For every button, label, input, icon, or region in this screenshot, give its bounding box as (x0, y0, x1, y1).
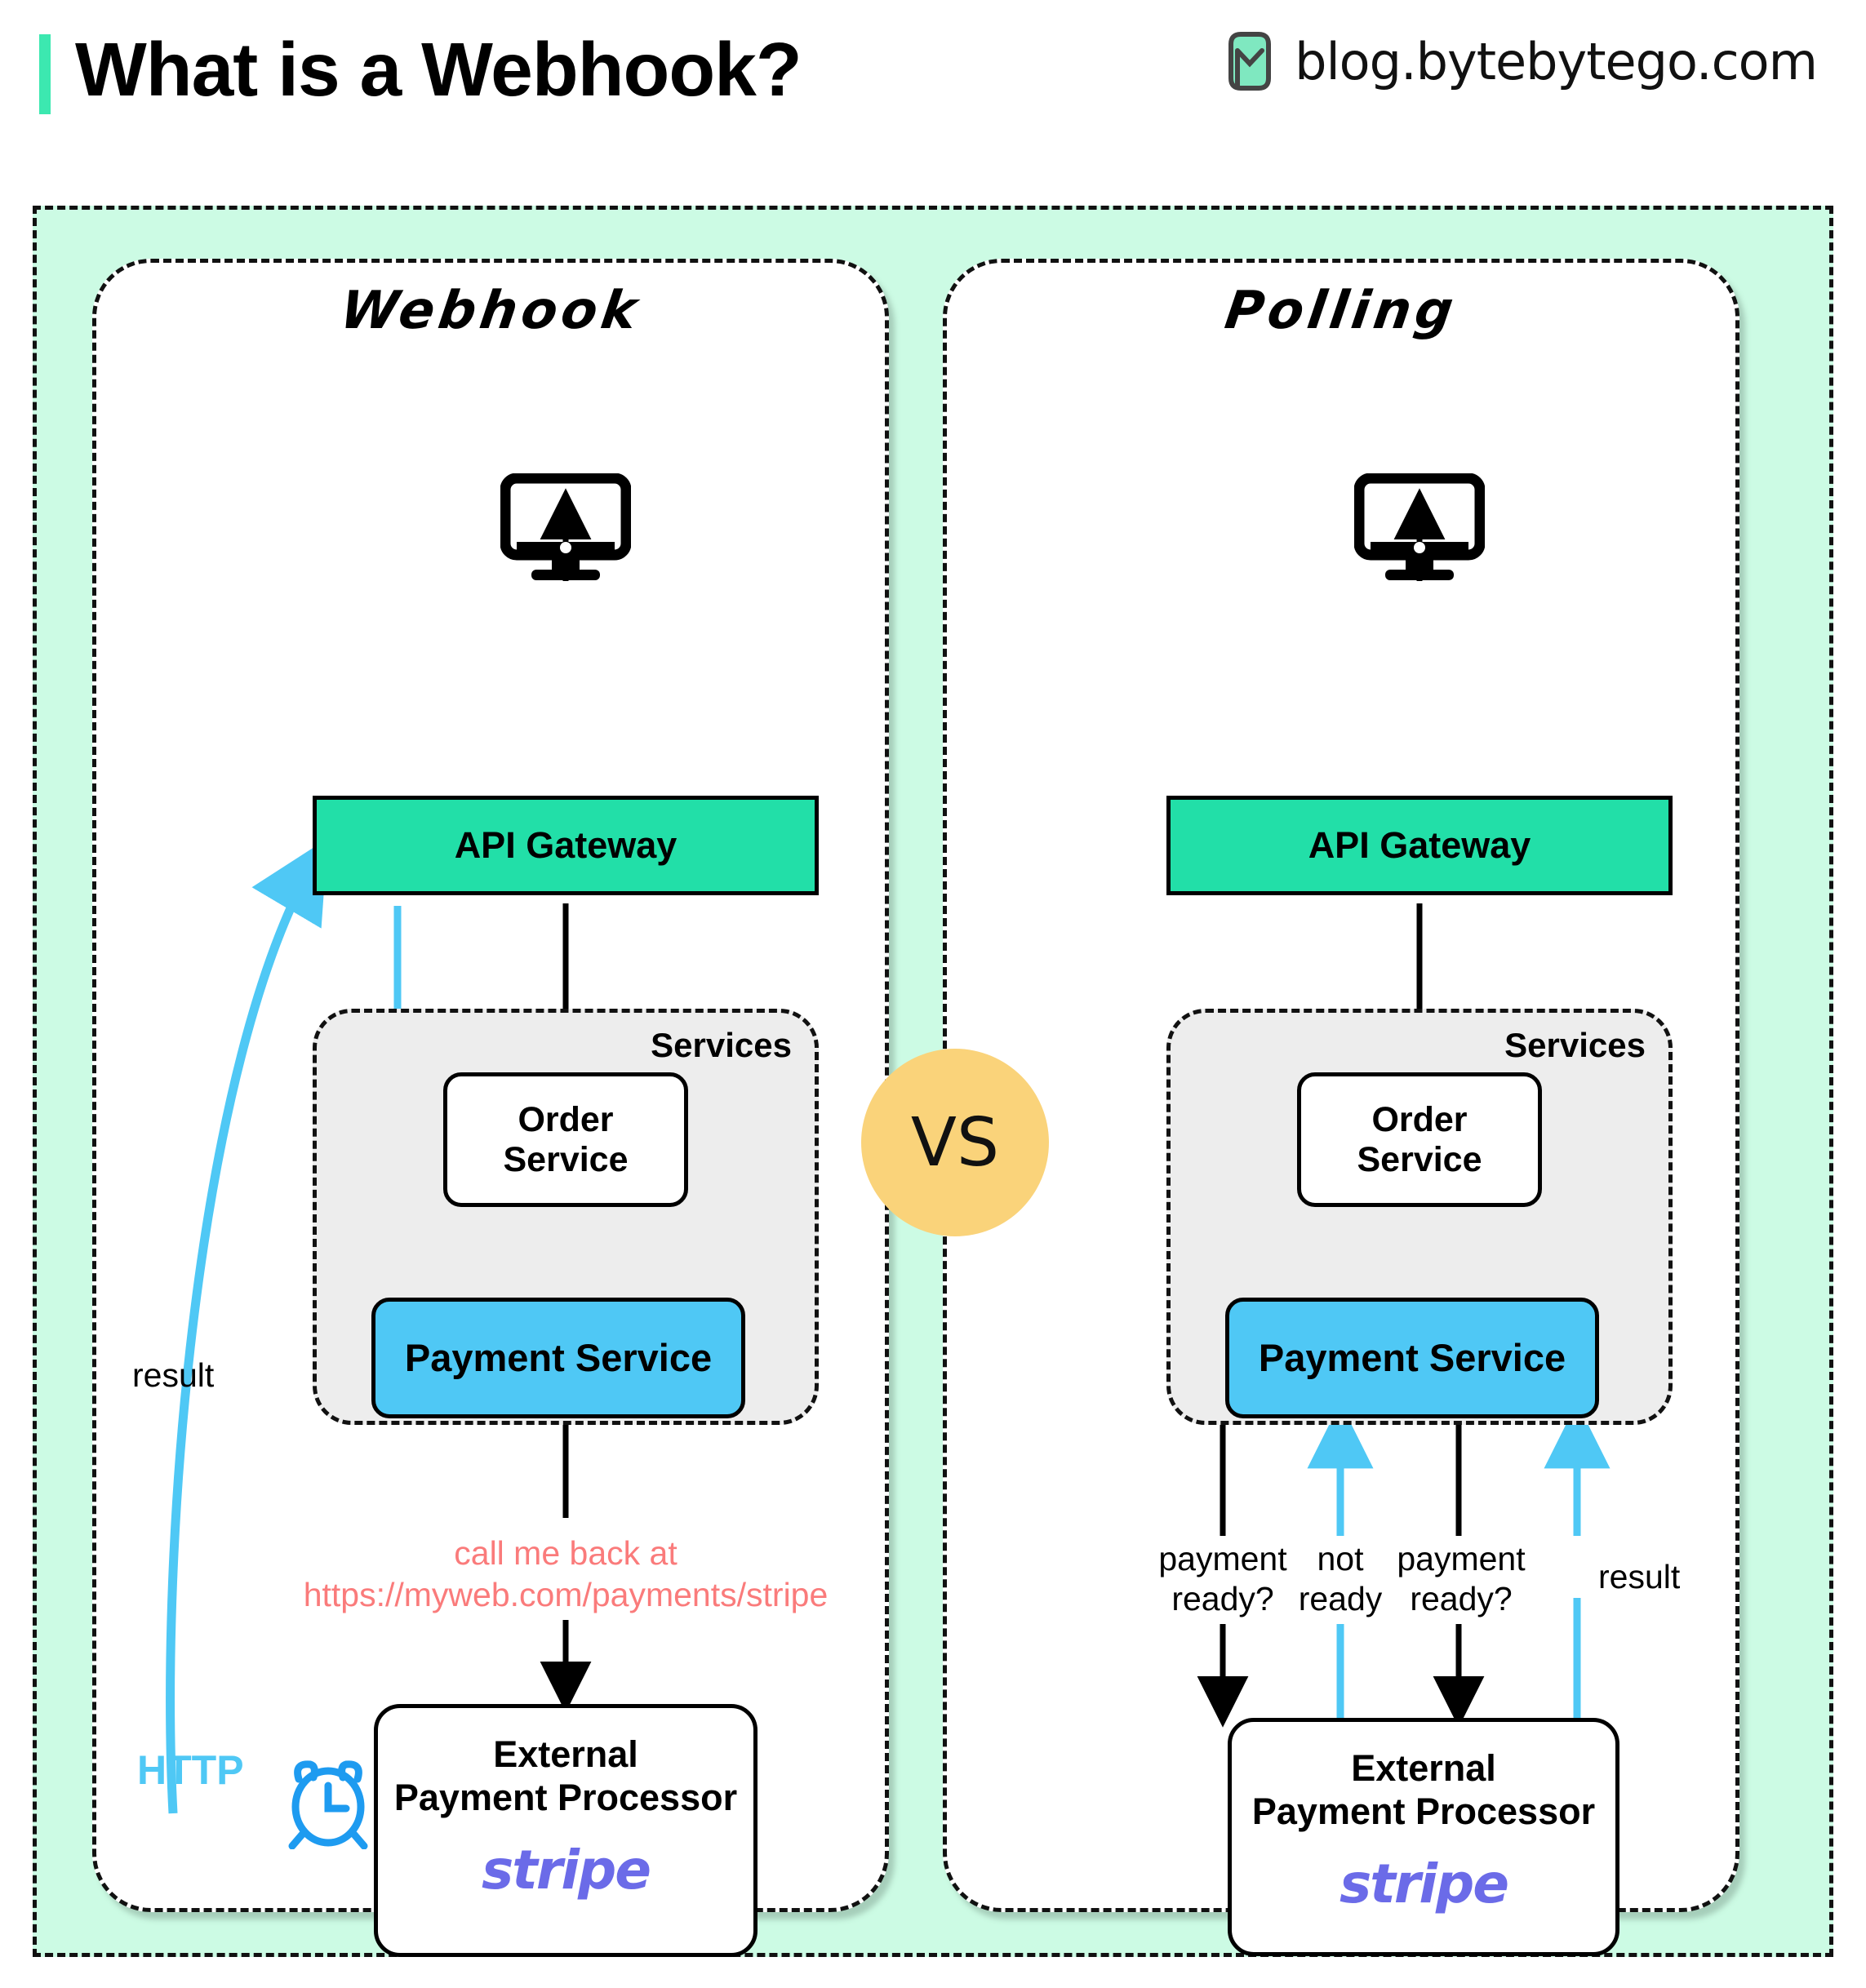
callback-annotation: call me back at https://myweb.com/paymen… (304, 1533, 829, 1617)
alarm-clock-icon (288, 1760, 368, 1849)
desktop-monitor-icon-webhook (500, 473, 631, 580)
order-service-webhook[interactable]: Order Service (443, 1072, 688, 1207)
external-payment-processor-webhook[interactable]: External Payment Processor stripe (374, 1704, 758, 1957)
external-payment-processor-polling[interactable]: External Payment Processor stripe (1228, 1718, 1619, 1956)
poll-label-1-line1: payment (1158, 1540, 1287, 1578)
title-accent-bar (39, 34, 51, 114)
page-title: What is a Webhook? (75, 27, 802, 112)
order-service-line1: Order (518, 1100, 614, 1140)
ep-line2: Payment Processor (393, 1777, 738, 1819)
order-service-polling[interactable]: Order Service (1297, 1072, 1542, 1207)
external-processor-title-webhook: External Payment Processor (394, 1733, 737, 1819)
poll-label-1-line2: ready? (1171, 1580, 1274, 1618)
http-label-webhook: HTTP (137, 1747, 244, 1793)
result-label-webhook: result (132, 1356, 215, 1394)
stripe-logo-webhook: stripe (481, 1839, 651, 1902)
poll-label-2: not ready (1279, 1539, 1402, 1619)
poll-label-2-line1: not (1317, 1540, 1364, 1578)
external-processor-title-polling: External Payment Processor (1252, 1746, 1595, 1833)
bytebytego-logo-icon (1228, 32, 1272, 91)
poll-label-1: payment ready? (1141, 1539, 1304, 1619)
panel-title-polling: Polling (1221, 281, 1461, 341)
api-gateway-webhook[interactable]: API Gateway (313, 796, 819, 895)
api-gateway-polling[interactable]: API Gateway (1166, 796, 1673, 895)
services-label-webhook: Services (651, 1026, 792, 1064)
brand: blog.bytebytego.com (1224, 31, 1818, 91)
stripe-logo-polling: stripe (1339, 1853, 1509, 1916)
panel-title-webhook: Webhook (336, 281, 645, 341)
callback-line1: call me back at (454, 1534, 678, 1572)
ep-line1: External (493, 1733, 638, 1775)
payment-service-polling[interactable]: Payment Service (1225, 1298, 1599, 1418)
poll-label-3-line2: ready? (1410, 1580, 1513, 1618)
page-header: What is a Webhook? blog.bytebytego.com (0, 0, 1866, 147)
poll-label-3: payment ready? (1380, 1539, 1543, 1619)
poll-label-4-line1: result (1598, 1558, 1681, 1595)
vs-badge: VS (861, 1049, 1049, 1236)
order-service-line2: Service (503, 1139, 629, 1179)
poll-label-2-line2: ready (1298, 1580, 1383, 1618)
order-service-line1: Order (1371, 1100, 1468, 1140)
poll-label-4: result (1598, 1557, 1680, 1597)
ep-line2: Payment Processor (1251, 1791, 1596, 1833)
services-label-polling: Services (1504, 1026, 1646, 1064)
ep-line1: External (1351, 1747, 1496, 1789)
brand-text: blog.bytebytego.com (1295, 31, 1818, 91)
order-service-line2: Service (1357, 1139, 1482, 1179)
payment-service-webhook[interactable]: Payment Service (371, 1298, 745, 1418)
callback-line2: https://myweb.com/payments/stripe (303, 1576, 829, 1614)
desktop-monitor-icon-polling (1354, 473, 1485, 580)
poll-label-3-line1: payment (1397, 1540, 1526, 1578)
